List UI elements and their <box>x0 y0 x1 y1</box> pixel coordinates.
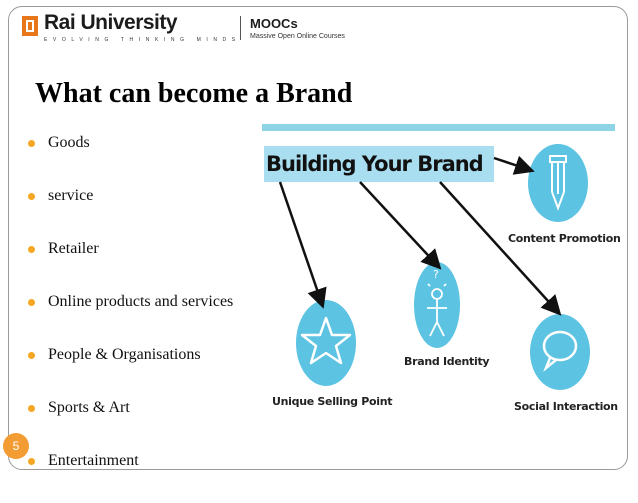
bullet-icon <box>28 193 35 200</box>
bullet-icon <box>28 458 35 465</box>
arrow-to-social-interaction <box>439 181 562 316</box>
slide: Rai University EVOLVING THINKING MINDS M… <box>3 6 628 470</box>
university-name: Rai University <box>44 11 178 34</box>
university-logo: Rai University EVOLVING THINKING MINDS M… <box>22 11 352 44</box>
logo-mark-icon <box>22 16 38 36</box>
list-item: Entertainment <box>22 450 233 503</box>
social-interaction-circle <box>530 314 590 390</box>
university-tagline: EVOLVING THINKING MINDS <box>44 37 241 43</box>
bullet-icon <box>28 299 35 306</box>
bullet-icon <box>28 405 35 412</box>
usp-circle <box>296 300 356 386</box>
list-item: Online products and services <box>22 291 233 344</box>
list-item: service <box>22 185 233 238</box>
bullet-text: Sports & Art <box>48 399 130 416</box>
bullet-icon <box>28 246 35 253</box>
page-number-badge: 5 <box>3 433 29 459</box>
heading-background <box>264 146 494 182</box>
speech-bubble-icon <box>542 330 578 372</box>
platform-name: MOOCs <box>250 16 298 31</box>
arrow-to-brand-identity <box>359 181 442 270</box>
arrow-to-content-promotion <box>493 155 535 175</box>
list-item: Retailer <box>22 238 233 291</box>
pencil-icon <box>549 155 567 211</box>
person-icon: ? <box>427 268 447 337</box>
bullet-text: Retailer <box>48 240 99 257</box>
diagram-heading: Building Your Brand <box>266 152 484 176</box>
list-item: Goods <box>22 132 233 185</box>
bullet-icon <box>28 352 35 359</box>
bullet-text: Online products and services <box>48 293 234 310</box>
bullet-text: Entertainment <box>48 452 139 469</box>
platform-subtitle: Massive Open Online Courses <box>250 33 345 40</box>
node-label-content-promotion: Content Promotion <box>508 232 621 245</box>
diagram-top-bar <box>262 124 615 131</box>
slide-frame <box>8 6 628 470</box>
node-label-brand-identity: Brand Identity <box>404 355 490 368</box>
arrow-to-usp <box>278 181 327 309</box>
list-item: Sports & Art <box>22 397 233 450</box>
svg-text:?: ? <box>433 268 439 281</box>
slide-title: What can become a Brand <box>35 78 353 109</box>
bullet-text: service <box>48 187 94 204</box>
node-label-social-interaction: Social Interaction <box>514 400 618 413</box>
list-item: People & Organisations <box>22 344 233 397</box>
bullet-text: Goods <box>48 134 90 151</box>
bullet-icon <box>28 140 35 147</box>
node-label-usp: Unique Selling Point <box>272 395 393 408</box>
star-icon <box>300 316 352 365</box>
bullet-text: People & Organisations <box>48 346 201 363</box>
brand-diagram: Building Your Brand <box>262 122 621 422</box>
logo-divider <box>240 16 241 40</box>
diagram-graphics: ? <box>278 155 578 372</box>
bullet-list: Goods service Retailer Online products a… <box>22 132 233 503</box>
